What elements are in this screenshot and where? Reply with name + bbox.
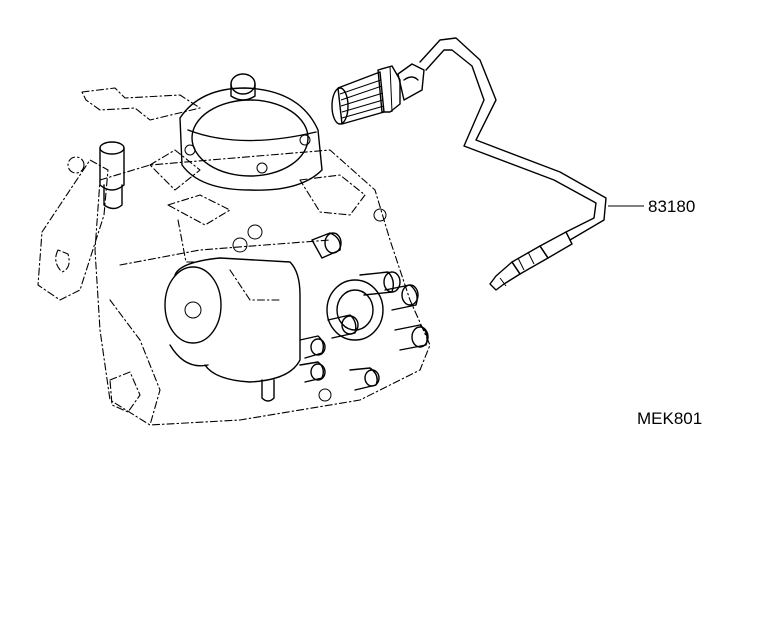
sensor-wire-assembly [331,37,607,291]
part-number-label: 83180 [648,197,695,216]
injection-pump-phantom [37,73,431,426]
delivery-valve-fittings [232,208,429,402]
figure-code-label: MEK801 [637,409,702,428]
